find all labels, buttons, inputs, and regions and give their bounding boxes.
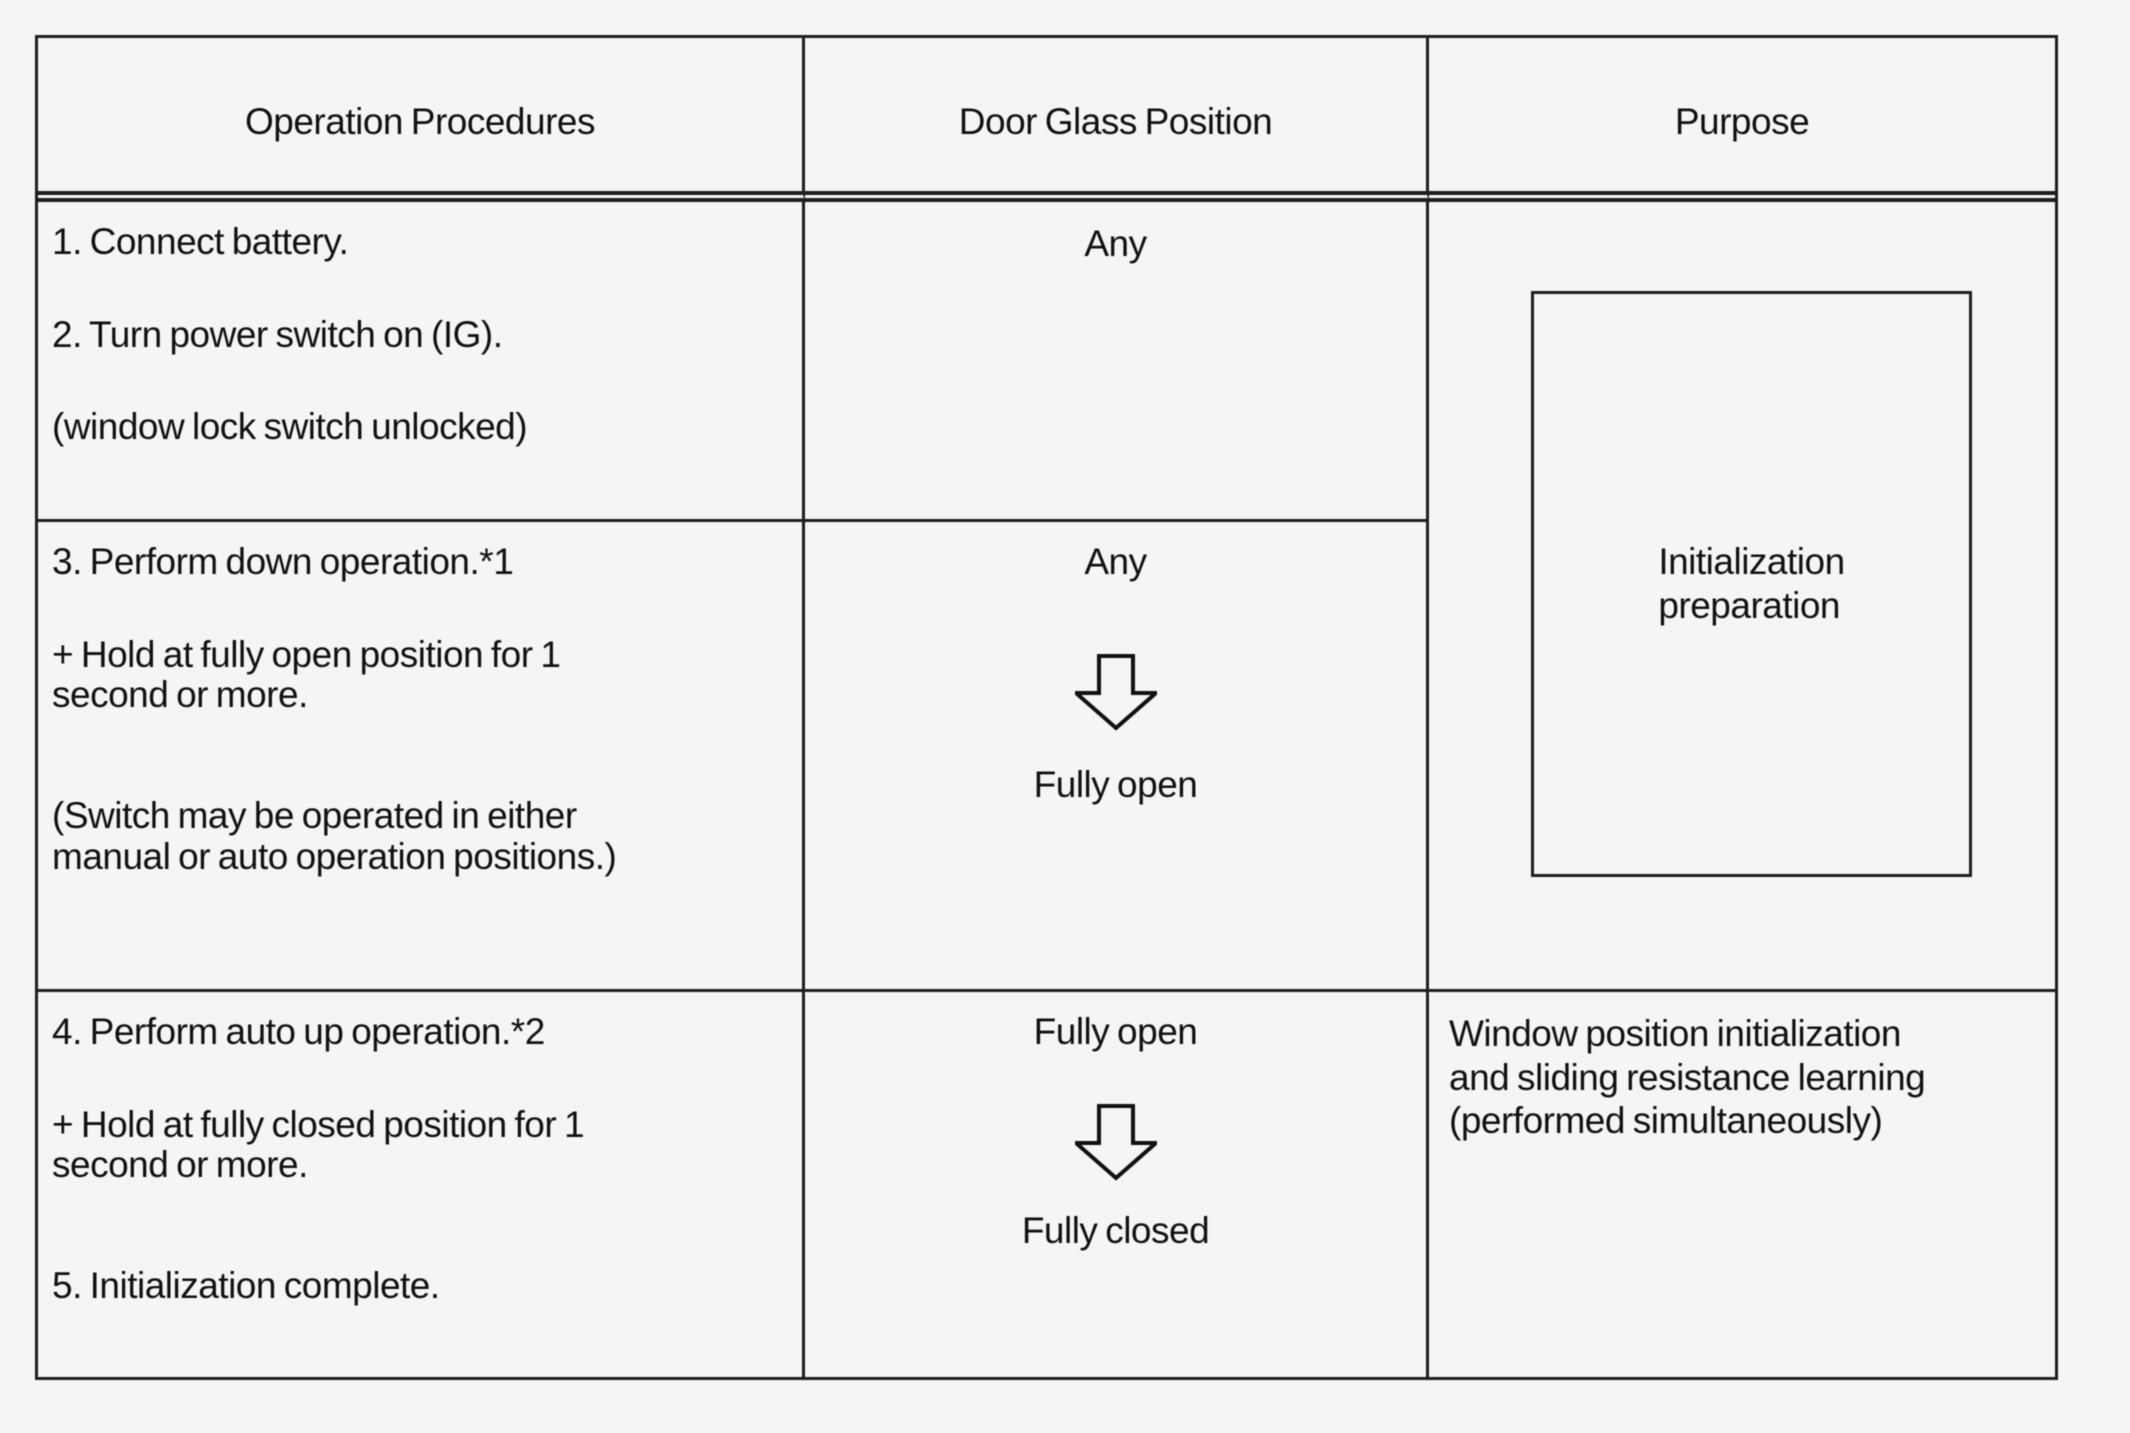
header-purpose: Purpose [1429, 38, 2055, 202]
step-auto-up-operation: 4. Perform auto up operation.*2 [52, 1011, 545, 1052]
row2-glass-to-label: Fully open [1033, 763, 1198, 805]
step-power-switch-on: 2. Turn power switch on (IG). [52, 313, 503, 355]
note-hold-fully-closed: + Hold at fully closed position for 1 se… [52, 1103, 585, 1186]
header-glass-label: Door Glass Position [958, 101, 1273, 143]
header-door-glass-position: Door Glass Position [805, 38, 1429, 202]
row1-operation-cell: 1. Connect battery. 2. Turn power switch… [38, 202, 805, 522]
header-operation-label: Operation Procedures [245, 101, 595, 143]
row2-glass-position-cell: Any Fully open [805, 522, 1429, 992]
row3-glass-position-cell: Fully open Fully closed [805, 992, 1429, 1377]
row1-glass-position-cell: Any [805, 202, 1429, 522]
glass-position-any: Any [1084, 223, 1147, 264]
note-window-lock-unlocked: (window lock switch unlocked) [52, 406, 528, 448]
purpose-window-initialization-cell: Window position initialization and slidi… [1449, 1013, 1926, 1142]
note-switch-manual-auto: (Switch may be operated in either manual… [52, 795, 617, 877]
row2-operation-cell: 3. Perform down operation.*1 + Hold at f… [38, 522, 805, 992]
row2-glass-from-label: Any [1084, 541, 1147, 582]
initialization-preparation-box: Initialization preparation [1531, 291, 1972, 877]
row3-glass-to-label: Fully closed [1021, 1209, 1210, 1251]
step-initialization-complete: 5. Initialization complete. [52, 1265, 440, 1307]
down-block-arrow-icon [1074, 653, 1157, 731]
header-purpose-label: Purpose [1674, 101, 1810, 143]
header-operation-procedures: Operation Procedures [38, 38, 805, 202]
purpose-initialization-cell: Initialization preparation [1429, 202, 2055, 992]
step-connect-battery: 1. Connect battery. [52, 221, 349, 262]
row3-glass-from-label: Fully open [1033, 1011, 1198, 1052]
down-block-arrow-icon [1074, 1103, 1157, 1181]
operation-procedures-table: Operation Procedures Door Glass Position… [35, 35, 2058, 1380]
step-down-operation: 3. Perform down operation.*1 [52, 541, 514, 582]
row3-operation-cell: 4. Perform auto up operation.*2 + Hold a… [38, 992, 805, 1377]
initialization-preparation-label: Initialization preparation [1658, 541, 1845, 626]
note-hold-fully-open: + Hold at fully open position for 1 seco… [52, 633, 561, 716]
